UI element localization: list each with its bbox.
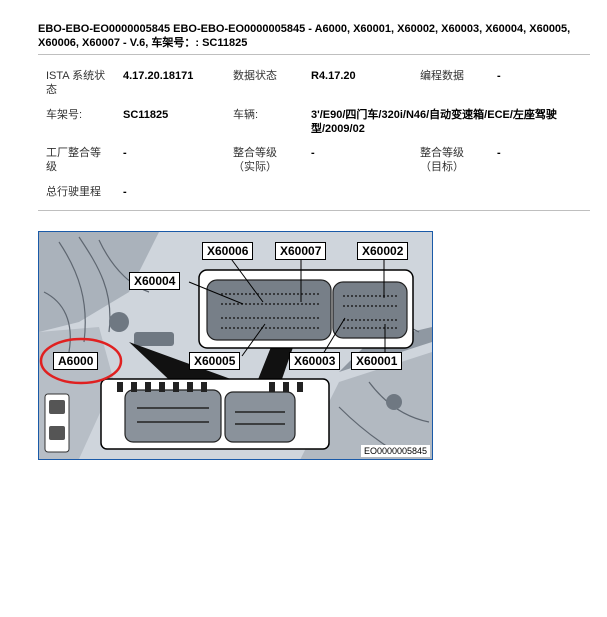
callout-x60006: X60006	[202, 242, 254, 260]
page-title: EBO-EBO-EO0000005845 EBO-EBO-EO000000584…	[38, 23, 571, 49]
divider-bottom	[38, 210, 590, 211]
callout-x60001: X60001	[351, 352, 403, 370]
factory-level-value: -	[123, 147, 127, 159]
mileage-value: -	[123, 186, 127, 198]
programming-data-label: 编程数据	[420, 70, 464, 82]
vin-label: 车架号:	[46, 109, 83, 121]
programming-data-value: -	[497, 70, 501, 82]
callout-x60003: X60003	[289, 352, 341, 370]
target-level-value: -	[497, 147, 501, 159]
divider-top	[38, 54, 590, 55]
callout-x60002: X60002	[357, 242, 409, 260]
factory-level-label: 工厂整合等级	[46, 147, 101, 173]
callout-x60007: X60007	[275, 242, 327, 260]
ista-status-value: 4.17.20.18171	[123, 70, 194, 82]
data-status-label: 数据状态	[233, 70, 277, 82]
callout-x60005: X60005	[189, 352, 241, 370]
actual-level-value: -	[311, 147, 315, 159]
callout-x60004: X60004	[129, 272, 181, 290]
data-status-value: R4.17.20	[311, 70, 356, 82]
engine-bay-illustration	[39, 232, 432, 459]
vin-value: SC11825	[123, 109, 169, 121]
vehicle-label: 车辆:	[233, 109, 259, 121]
mileage-label: 总行驶里程	[46, 186, 101, 198]
vehicle-value: 3'/E90/四门车/320i/N46/自动变速箱/ECE/左座驾驶型/2009…	[311, 109, 557, 135]
target-level-label: 整合等级（目标）	[420, 147, 464, 173]
actual-level-label: 整合等级（实际）	[233, 147, 277, 173]
figure-id-label: EO0000005845	[360, 445, 430, 457]
callout-a6000: A6000	[53, 352, 99, 370]
a6000-highlight-ellipse	[39, 337, 123, 385]
ecu-location-figure: X60006 X60007 X60002 X60004 X60005 X6000…	[38, 231, 433, 460]
ista-status-label: ISTA 系统状态	[46, 70, 106, 96]
